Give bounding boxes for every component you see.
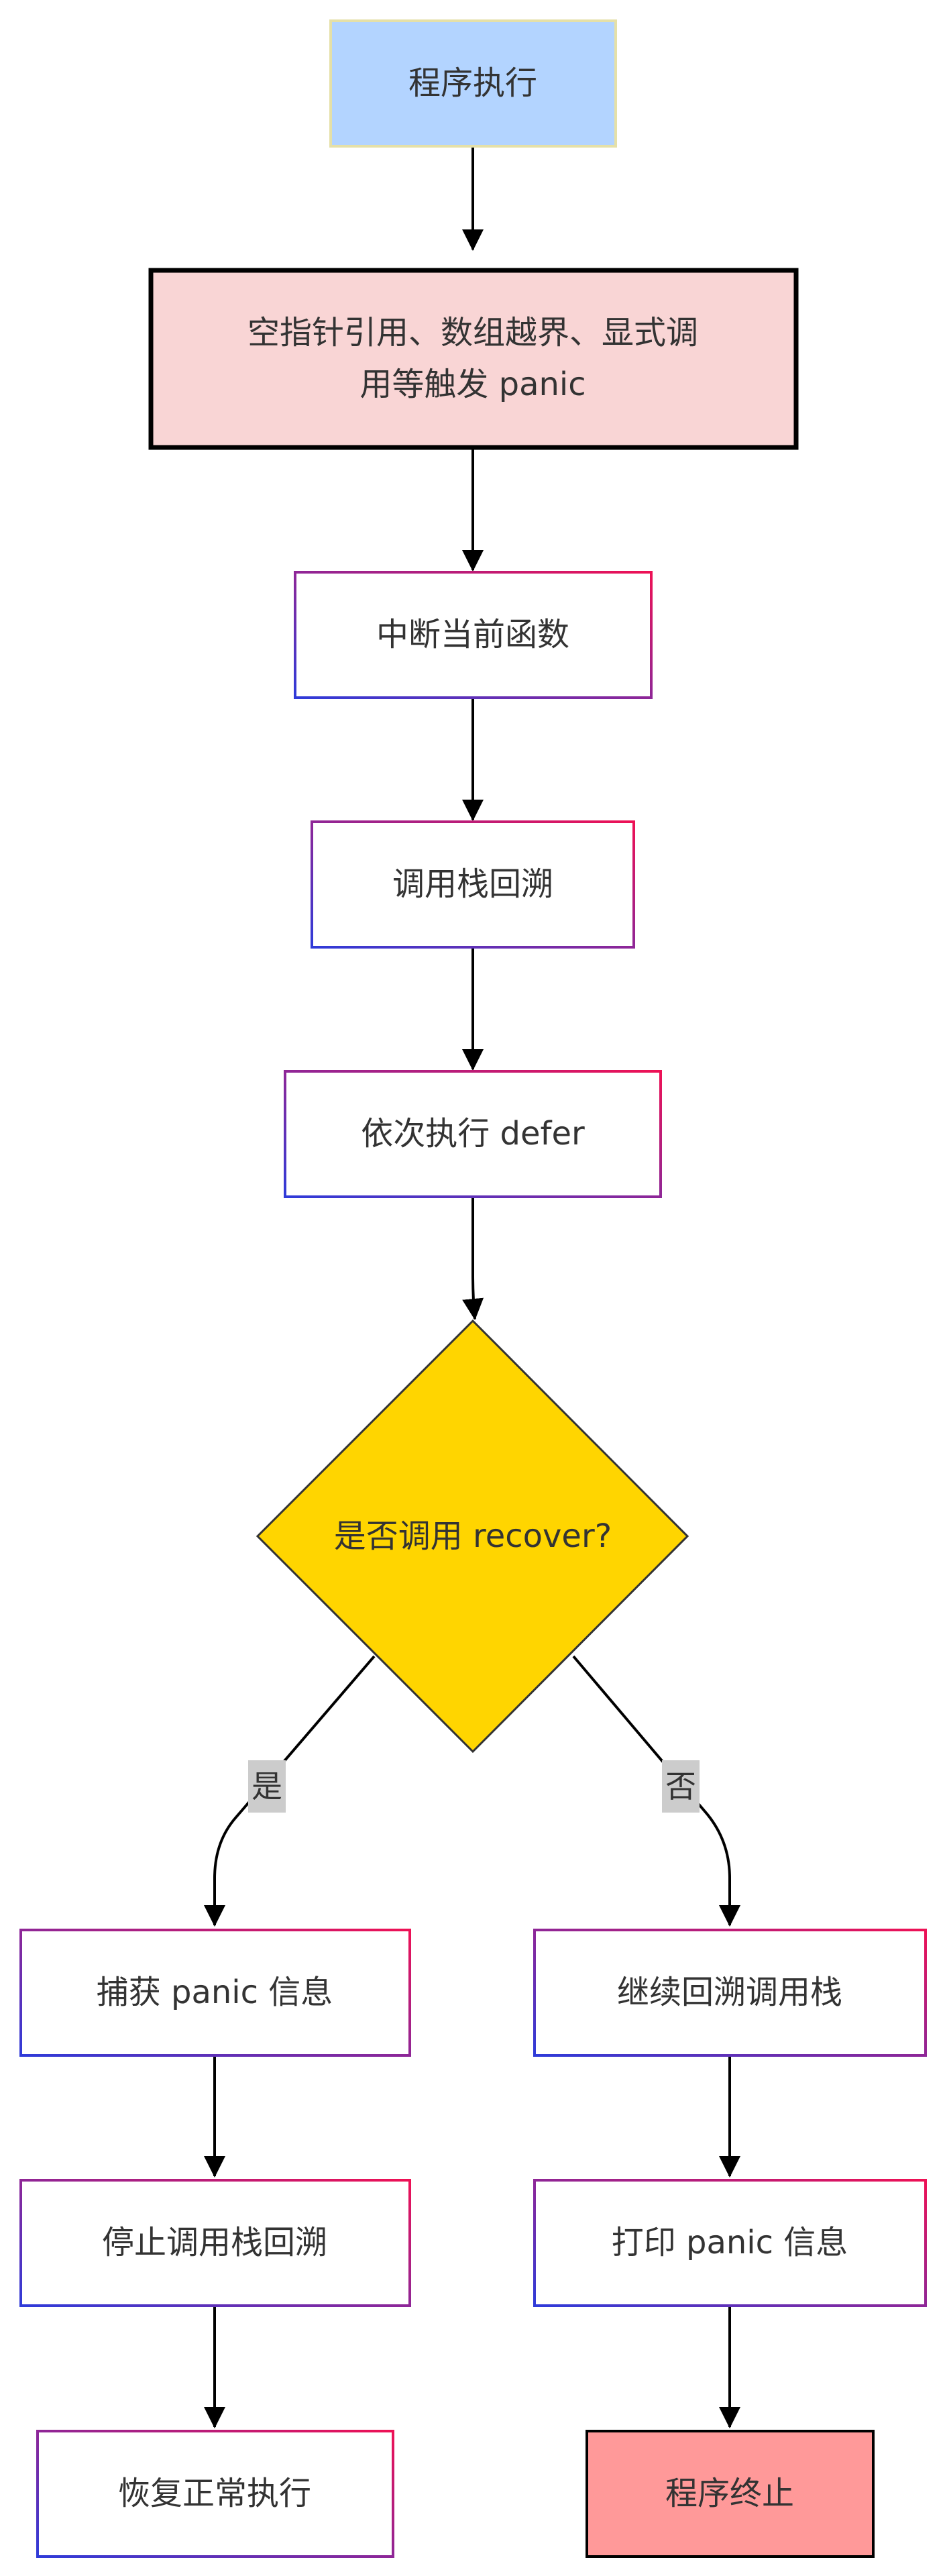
node-decision: 是否调用 recover?: [256, 1319, 689, 1754]
edge-label-yes: 是: [248, 1760, 286, 1813]
node-interrupt-label: 中断当前函数: [376, 616, 569, 653]
node-resume: 恢复正常执行: [36, 2430, 394, 2558]
node-start: 程序执行: [329, 19, 617, 148]
node-terminate-label: 程序终止: [665, 2475, 794, 2512]
node-capture: 捕获 panic 信息: [19, 1929, 411, 2057]
node-unwind-label: 调用栈回溯: [392, 865, 553, 903]
node-trigger: 空指针引用、数组越界、显式调 用等触发 panic: [148, 268, 799, 450]
node-interrupt: 中断当前函数: [294, 571, 653, 699]
node-decision-label: 是否调用 recover?: [334, 1517, 612, 1555]
edge-decision-no: [572, 1655, 740, 1927]
node-stop-unwind-label: 停止调用栈回溯: [102, 2224, 327, 2261]
edge-defer-to-decision: [462, 1197, 484, 1320]
node-continue-unwind: 继续回溯调用栈: [533, 1929, 927, 2057]
node-run-defer-label: 依次执行 defer: [361, 1115, 585, 1152]
node-print-info: 打印 panic 信息: [533, 2179, 927, 2307]
node-trigger-line2: 用等触发 panic: [359, 366, 586, 403]
node-capture-label: 捕获 panic 信息: [97, 1974, 333, 2011]
edge-decision-yes: [204, 1655, 376, 1927]
node-start-label: 程序执行: [408, 64, 537, 102]
edges: [204, 146, 740, 2428]
node-stop-unwind: 停止调用栈回溯: [19, 2179, 411, 2307]
node-print-info-label: 打印 panic 信息: [612, 2224, 848, 2261]
node-trigger-line1: 空指针引用、数组越界、显式调: [247, 314, 698, 352]
edge-label-no: 否: [662, 1760, 700, 1813]
node-run-defer: 依次执行 defer: [284, 1070, 662, 1198]
node-unwind: 调用栈回溯: [311, 820, 635, 949]
edge-label-yes-text: 是: [252, 1768, 282, 1805]
node-terminate: 程序终止: [586, 2430, 875, 2558]
edge-label-no-text: 否: [665, 1768, 696, 1805]
node-continue-unwind-label: 继续回溯调用栈: [617, 1974, 842, 2011]
node-resume-label: 恢复正常执行: [118, 2475, 311, 2512]
